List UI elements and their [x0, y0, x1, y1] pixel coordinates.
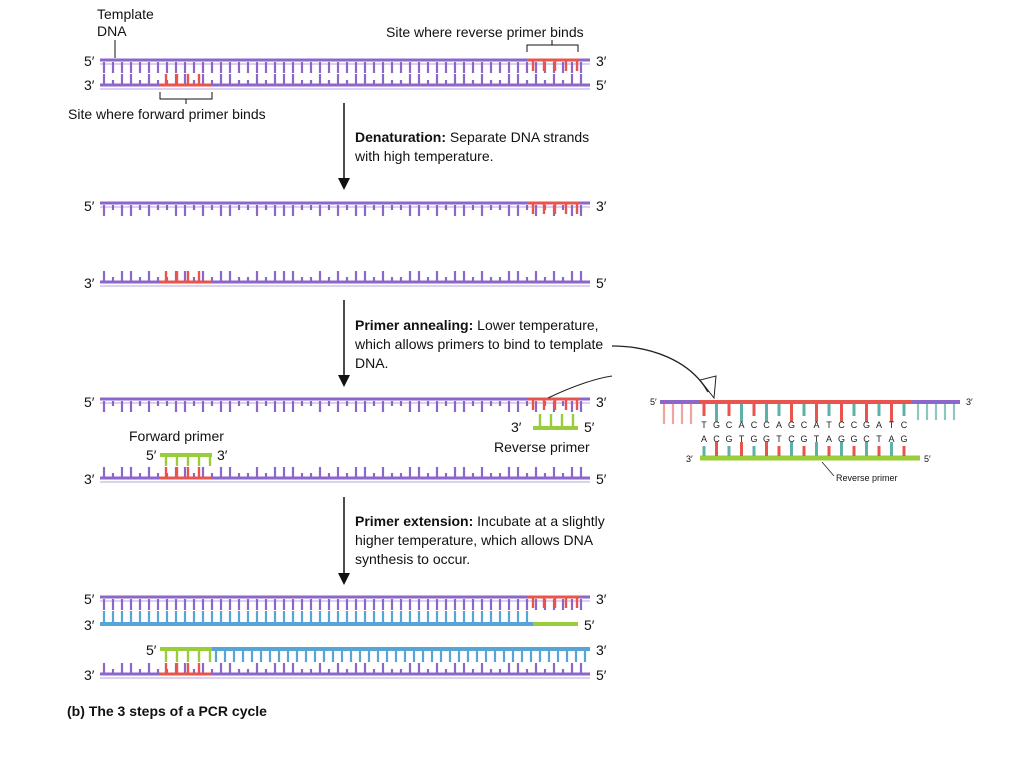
inset-bottom-letter: T: [776, 434, 782, 444]
inset-end-5-primer: 5′: [924, 454, 931, 464]
end-5-row6: 5′: [84, 591, 95, 607]
inset-bottom-letter: T: [739, 434, 745, 444]
end-3-row7: 3′: [84, 667, 95, 683]
reverse-site-label: Site where reverse primer binds: [386, 24, 584, 40]
callout-arrow: [611, 345, 709, 393]
reverse-site-bracket: [526, 40, 579, 52]
callout-line: [547, 375, 613, 399]
end-5-row7-right: 5′: [596, 667, 607, 683]
forward-site-bracket: [159, 92, 213, 104]
inset-bottom-letter: G: [838, 434, 845, 444]
end-5-row2: 5′: [84, 198, 95, 214]
inset-bottom-letter: C: [713, 434, 720, 444]
callout-arrow-head: [699, 375, 717, 400]
end-5-row6-right: 5′: [584, 617, 595, 633]
step-extension: Primer extension: Incubate at a slightly…: [355, 512, 615, 569]
end-3-forward-primer: 3′: [217, 447, 228, 463]
inset-end-5: 5′: [650, 397, 657, 407]
inset-top-letter: A: [876, 420, 882, 430]
inset-top-letter: G: [788, 420, 795, 430]
inset-top-letter: A: [738, 420, 744, 430]
inset-bottom-letter: T: [814, 434, 820, 444]
inset-top-letter: C: [851, 420, 858, 430]
arrow-annealing-head: [338, 375, 350, 387]
arrow-extension-head: [338, 573, 350, 585]
step-title: Primer annealing:: [355, 317, 474, 333]
end-5-row1-right: 5′: [596, 77, 607, 93]
end-5-row4: 5′: [84, 394, 95, 410]
end-5-row5-right: 5′: [596, 471, 607, 487]
end-3-row6: 3′: [84, 617, 95, 633]
figure-caption: (b) The 3 steps of a PCR cycle: [67, 703, 267, 719]
end-5-row3-right: 5′: [596, 275, 607, 291]
end-5-forward-primer: 5′: [146, 447, 157, 463]
forward-primer-label: Forward primer: [129, 428, 224, 444]
inset-primer-pointer: [821, 461, 835, 477]
end-3-reverse-primer: 3′: [511, 419, 522, 435]
inset-top-letter: C: [763, 420, 770, 430]
template-dna-label: Template DNA: [97, 6, 154, 39]
end-3-row7-right: 3′: [596, 642, 607, 658]
inset-top-letter: C: [751, 420, 758, 430]
inset-bottom-letter: A: [826, 434, 832, 444]
inset-top-letter: C: [801, 420, 808, 430]
inset-bottom-letter: C: [788, 434, 795, 444]
inset-top-letter: G: [863, 420, 870, 430]
inset-top-letter: C: [726, 420, 733, 430]
inset-top-letter: C: [838, 420, 845, 430]
inset-top-letter: A: [776, 420, 782, 430]
inset-bottom-letter: G: [750, 434, 757, 444]
inset-bottom-letter: G: [850, 434, 857, 444]
end-3-row1: 3′: [84, 77, 95, 93]
inset-top-letter: T: [701, 420, 707, 430]
inset-top-letter: T: [889, 420, 895, 430]
reverse-primer-label: Reverse primer: [494, 439, 590, 455]
inset-top-letter: T: [826, 420, 832, 430]
inset-bottom-letter: C: [863, 434, 870, 444]
inset-bottom-letter: A: [701, 434, 707, 444]
inset-end-3-primer: 3′: [686, 454, 693, 464]
end-3-row4-right: 3′: [596, 394, 607, 410]
inset-end-3: 3′: [966, 397, 973, 407]
end-5-row7: 5′: [146, 642, 157, 658]
forward-site-label: Site where forward primer binds: [68, 106, 266, 122]
inset-bottom-letter: G: [900, 434, 907, 444]
end-3-row3: 3′: [84, 275, 95, 291]
inset-bottom-letter: G: [800, 434, 807, 444]
inset-bottom-letter: A: [888, 434, 894, 444]
step-title: Denaturation:: [355, 129, 446, 145]
inset-top-letter: G: [713, 420, 720, 430]
inset-top-letter: C: [901, 420, 908, 430]
end-3-row5: 3′: [84, 471, 95, 487]
end-3-row2-right: 3′: [596, 198, 607, 214]
end-5-row1: 5′: [84, 53, 95, 69]
inset-top-letter: A: [813, 420, 819, 430]
step-text: Separate DNA strands with high temperatu…: [355, 129, 590, 164]
arrow-denaturation-head: [338, 178, 350, 190]
step-title: Primer extension:: [355, 513, 474, 529]
inset-bottom-letter: G: [763, 434, 770, 444]
inset-reverse-primer-label: Reverse primer: [836, 473, 898, 483]
step-text: Incubate at a slightly higher temperatur…: [355, 513, 605, 567]
end-3-row1-right: 3′: [596, 53, 607, 69]
step-text: Lower temperature, which allows primers …: [355, 317, 604, 371]
inset-bottom-letter: G: [725, 434, 732, 444]
step-annealing: Primer annealing: Lower temperature, whi…: [355, 316, 615, 373]
step-denaturation: Denaturation: Separate DNA strands with …: [355, 128, 615, 166]
end-3-row6-right: 3′: [596, 591, 607, 607]
end-5-reverse-primer: 5′: [584, 419, 595, 435]
inset-bottom-letter: T: [876, 434, 882, 444]
